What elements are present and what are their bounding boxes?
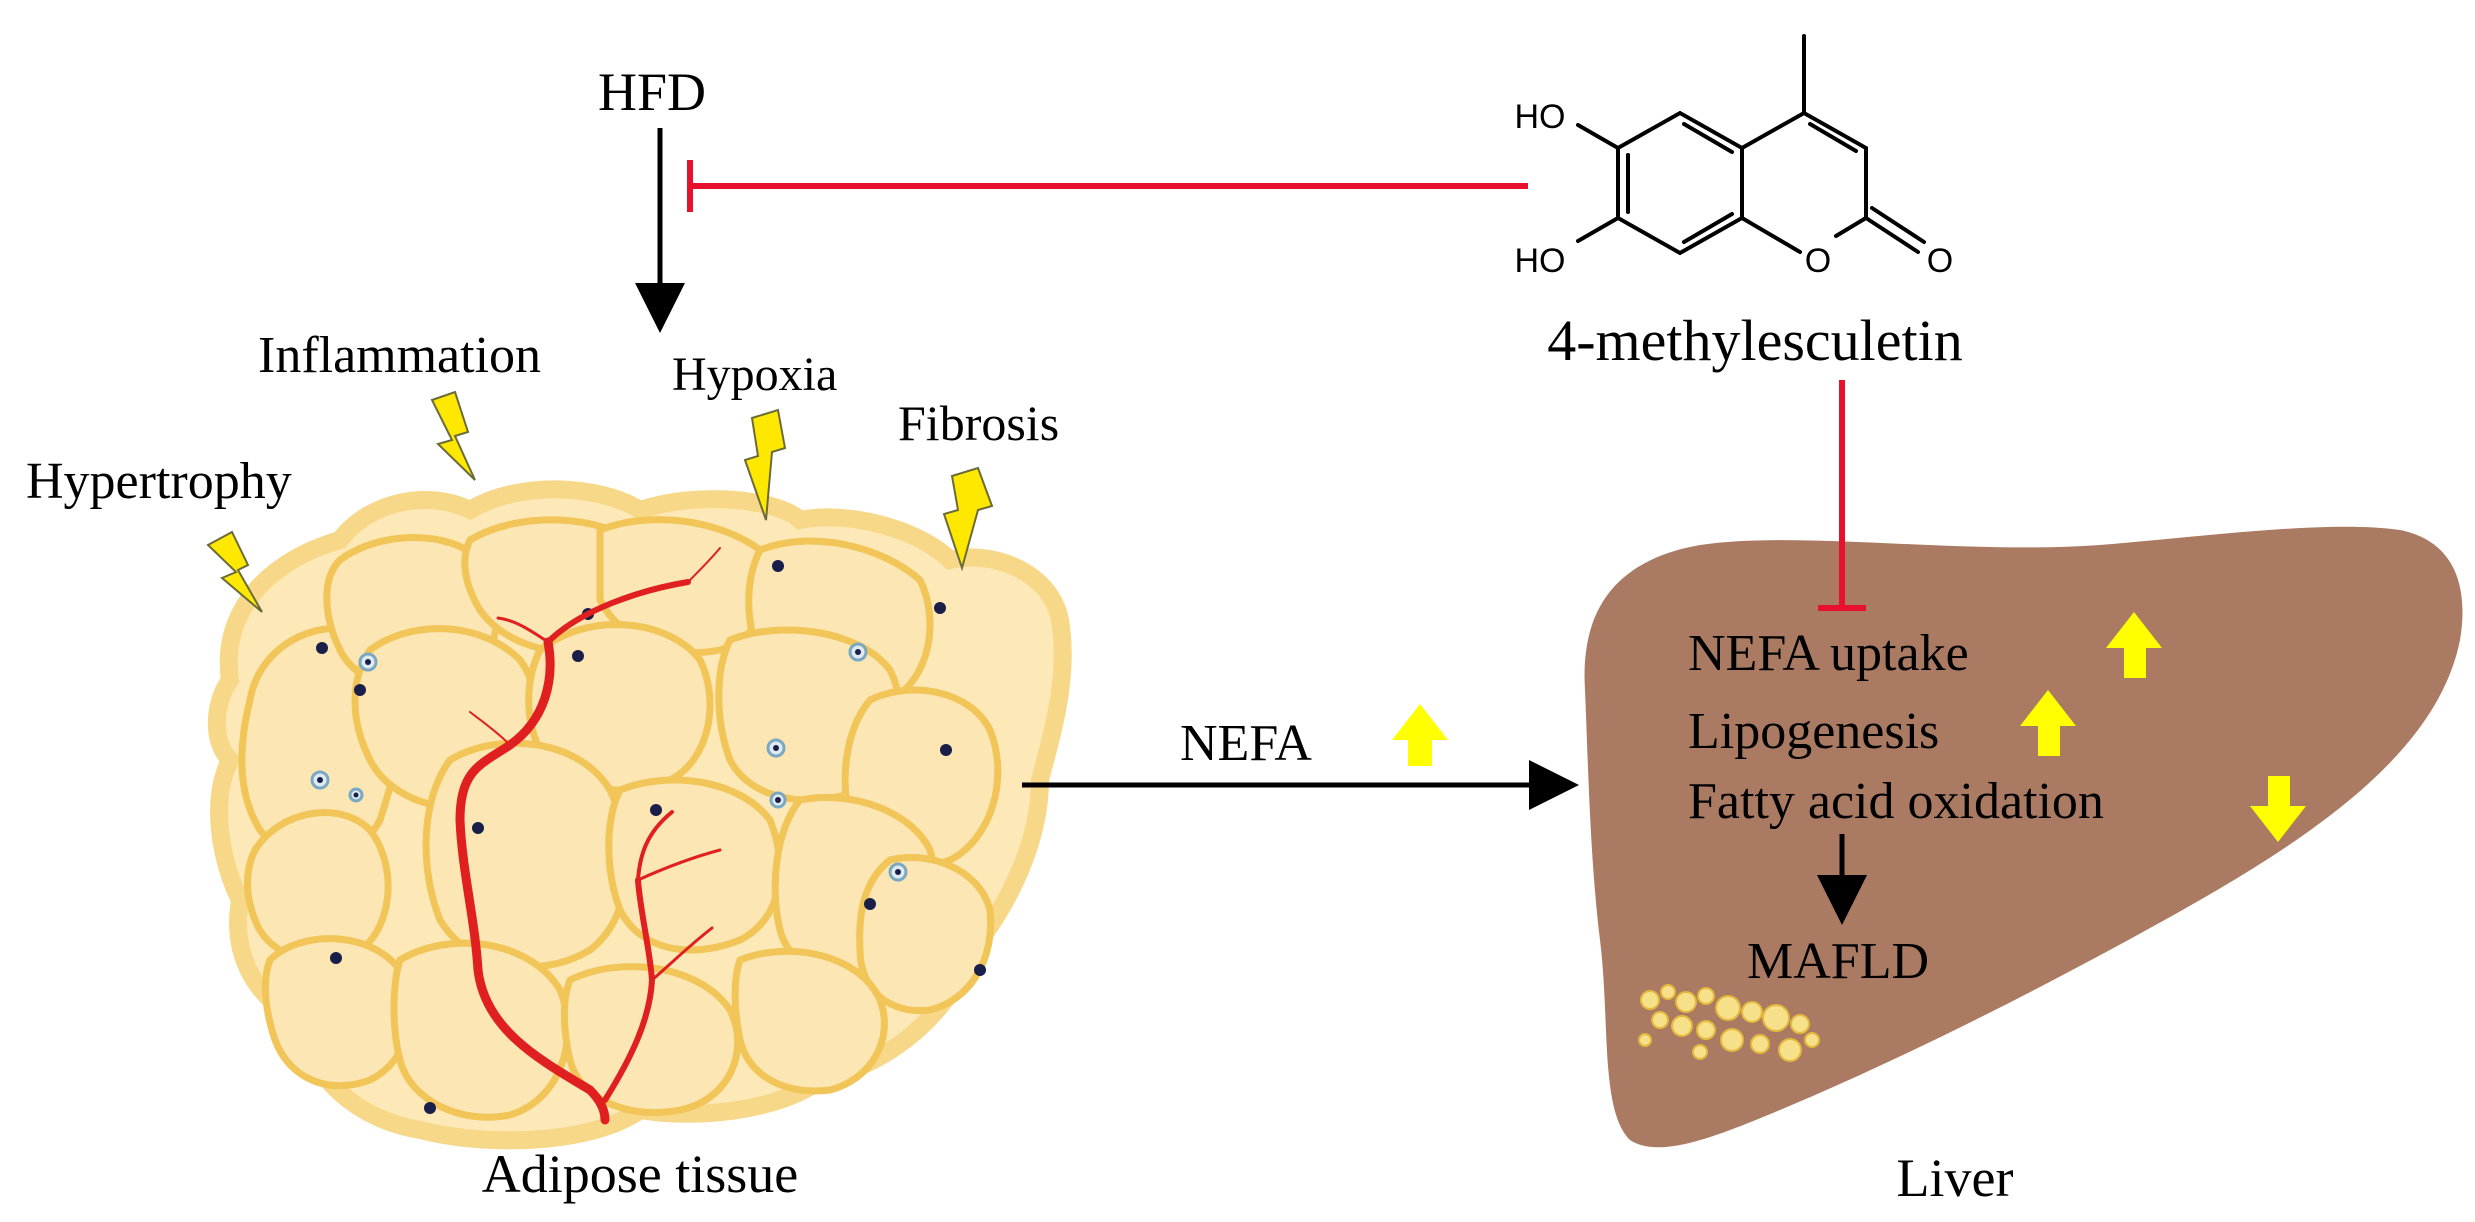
oxidation-down-arrow-icon (2250, 776, 2306, 842)
ring-oxygen-label: O (1805, 242, 1831, 280)
carbonyl-oxygen-label: O (1927, 242, 1953, 280)
stressor-hypertrophy-label: Hypertrophy (26, 453, 292, 510)
mafld-label: MAFLD (1747, 933, 1929, 990)
lightning-icon (430, 390, 476, 481)
direction-arrows (1392, 612, 2306, 842)
lipogenesis-up-arrow-icon (2020, 690, 2076, 756)
lightning-icon (743, 408, 787, 521)
compound-name-label: 4-methylesculetin (1547, 308, 1963, 373)
nefa-flux-label: NEFA (1180, 715, 1312, 772)
nefa-uptake-up-arrow-icon (2106, 612, 2162, 678)
effect-fatty-acid-oxidation-label: Fatty acid oxidation (1688, 773, 2104, 830)
compound-structure (1576, 34, 1926, 256)
stressor-fibrosis-label: Fibrosis (898, 395, 1059, 451)
stress-lightning-icons (206, 390, 994, 613)
liver-label: Liver (1897, 1148, 2014, 1208)
effect-lipogenesis-label: Lipogenesis (1688, 703, 1939, 760)
hydroxyl-top-label: HO (1515, 98, 1566, 136)
liver-shape (1584, 526, 2463, 1148)
hydroxyl-bottom-label: HO (1515, 242, 1566, 280)
lightning-icon (206, 530, 263, 613)
stressor-hypoxia-label: Hypoxia (672, 348, 837, 401)
stressor-inflammation-label: Inflammation (258, 327, 541, 384)
hfd-label: HFD (598, 62, 706, 122)
lightning-icon (942, 466, 994, 572)
lipid-droplets (1638, 984, 1820, 1062)
adipose-tissue-label: Adipose tissue (482, 1144, 799, 1204)
effect-nefa-uptake-label: NEFA uptake (1688, 625, 1969, 682)
nefa-up-arrow-icon (1392, 704, 1448, 766)
adipose-tissue (207, 480, 1072, 1150)
